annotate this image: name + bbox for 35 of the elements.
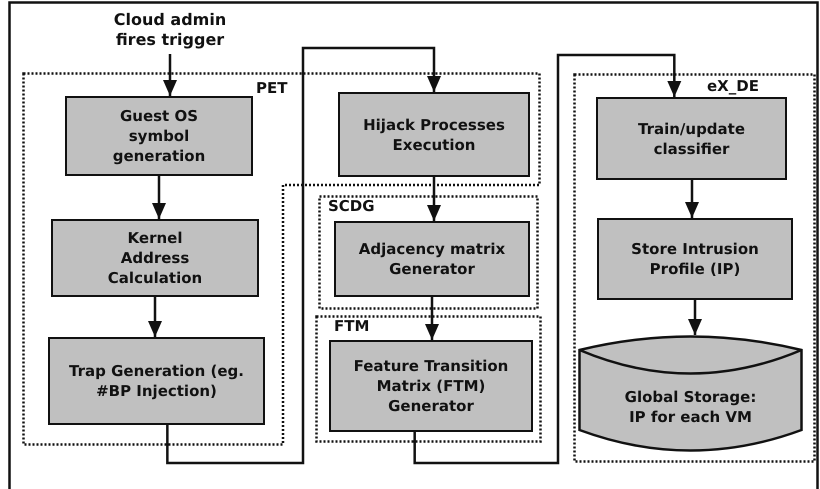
process-box	[597, 218, 793, 300]
arrow	[685, 180, 699, 218]
process-box	[65, 96, 253, 176]
arrow	[152, 176, 166, 219]
arrow	[425, 297, 439, 340]
box-label: Kernel Address Calculation	[106, 228, 204, 288]
region-label: eX_DE	[707, 78, 759, 95]
arrow	[148, 297, 162, 337]
region-label: FTM	[334, 318, 370, 335]
process-box	[596, 97, 787, 180]
process-box	[48, 337, 265, 425]
arrow	[688, 300, 702, 335]
arrow	[163, 54, 177, 96]
region-label: SCDG	[328, 198, 375, 215]
trigger-text: Cloud admin fires trigger	[112, 10, 228, 50]
box-label: Adjacency matrix Generator	[358, 239, 506, 279]
group-region	[573, 73, 816, 463]
process-box	[338, 92, 530, 177]
process-box	[334, 221, 530, 297]
box-label: Global Storage: IP for each VM	[624, 387, 758, 427]
box-label: Feature Transition Matrix (FTM) Generator	[352, 356, 510, 416]
group-region	[318, 195, 539, 310]
arrow	[413, 54, 682, 464]
box-label: Store Intrusion Profile (IP)	[630, 239, 760, 279]
box-label: Guest OS symbol generation	[112, 106, 206, 166]
box-label: Hijack Processes Execution	[362, 114, 506, 154]
group-region	[22, 72, 541, 446]
arrow	[166, 46, 441, 464]
region-label: PET	[256, 80, 288, 97]
group-region	[315, 315, 542, 443]
process-box	[51, 219, 259, 297]
box-label: Trap Generation (eg. #BP Injection)	[68, 361, 245, 401]
process-box	[329, 340, 533, 432]
box-label: Train/update classifier	[636, 118, 746, 158]
arrow	[427, 177, 441, 221]
